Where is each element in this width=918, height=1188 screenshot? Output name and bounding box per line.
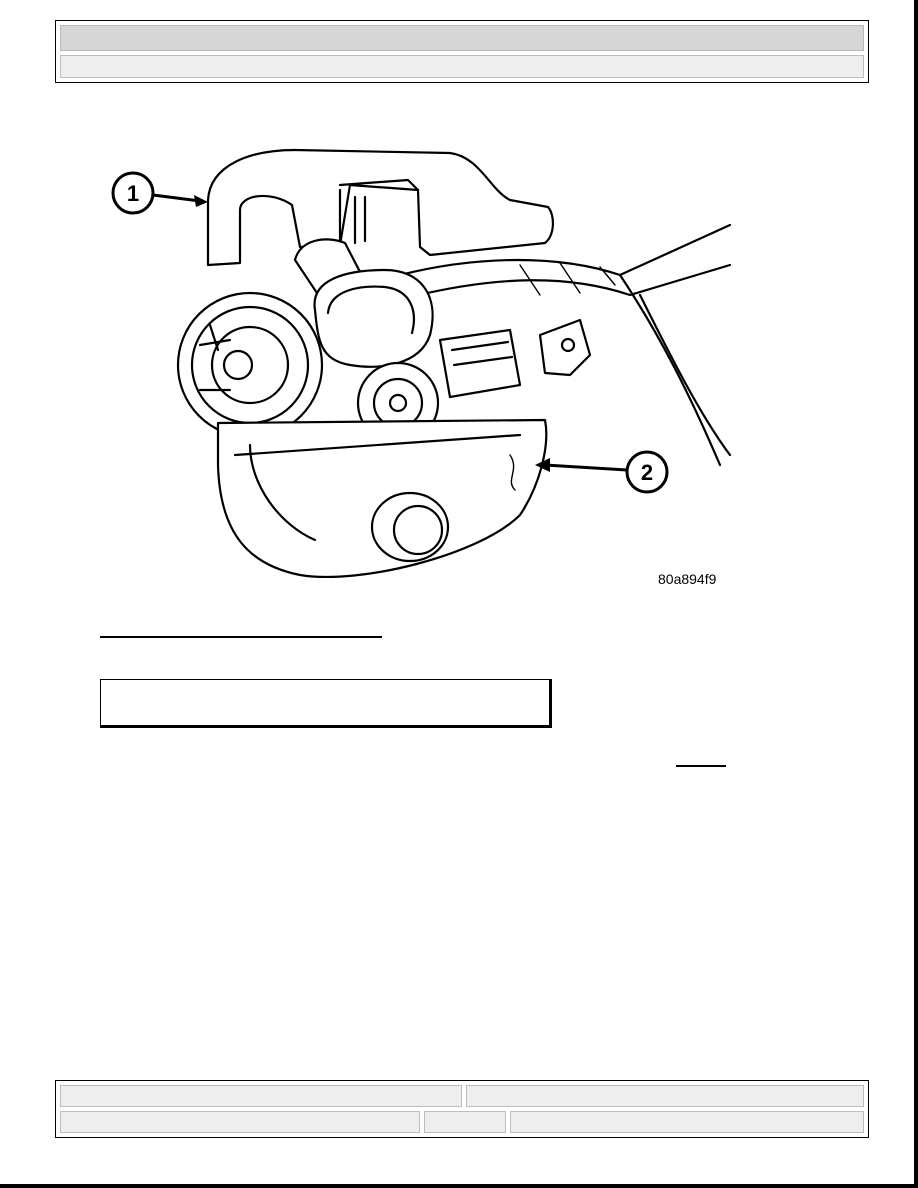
note-box (100, 679, 552, 728)
page-border-bottom (0, 1184, 918, 1188)
header-title-bar (60, 25, 864, 51)
hyperlink-underline-2[interactable] (676, 765, 726, 767)
page-border-right (914, 0, 918, 1188)
footer-cell-right-bottom (510, 1111, 864, 1133)
header-subtitle-bar (60, 55, 864, 78)
footer-cell-right-top (466, 1085, 864, 1107)
steering-column-shroud-illustration: 1 2 (111, 148, 732, 579)
svg-text:2: 2 (641, 460, 653, 485)
svg-text:1: 1 (127, 181, 139, 206)
footer-cell-left-bottom (60, 1111, 420, 1133)
footer-cell-mid-bottom (424, 1111, 506, 1133)
hyperlink-underline[interactable] (100, 636, 382, 638)
page-footer (55, 1080, 869, 1138)
footer-cell-left-top (60, 1085, 462, 1107)
callout-1: 1 (111, 171, 208, 215)
page-header (55, 20, 869, 83)
callout-2: 2 (535, 450, 669, 494)
figure-id-label: 80a894f9 (658, 571, 717, 587)
